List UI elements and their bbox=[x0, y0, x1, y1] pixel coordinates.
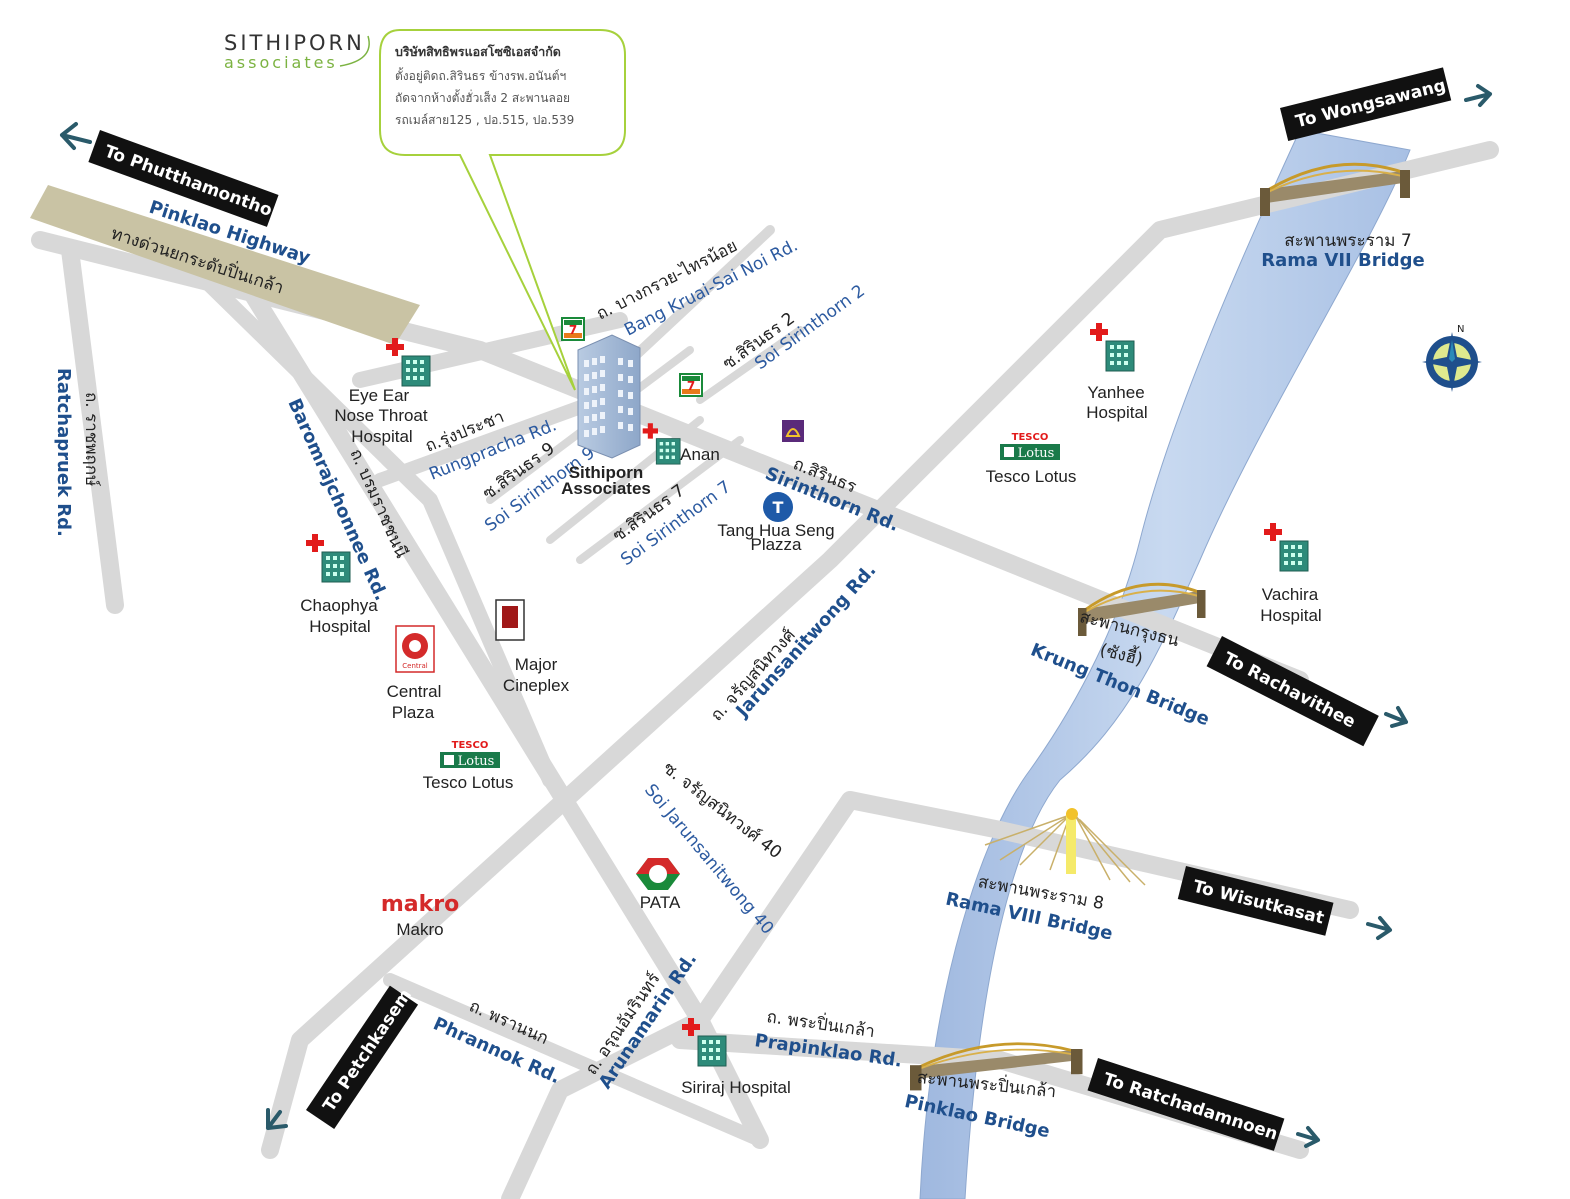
rama7-bridge: สะพานพระราม 7 Rama VII Bridge bbox=[1258, 162, 1425, 271]
siriraj-label: Siriraj Hospital bbox=[681, 1078, 791, 1097]
pata: PATA bbox=[636, 858, 681, 912]
yanhee-label-1: Yanhee bbox=[1087, 383, 1144, 402]
arrow-right-icon bbox=[1366, 916, 1392, 940]
seven-eleven-icon: 7 bbox=[561, 317, 585, 341]
arrow-left-icon bbox=[60, 122, 92, 150]
direction-wisutkasat: To Wisutkasat bbox=[1177, 866, 1392, 940]
ratchapruek-th-label: ถ. ราชพฤกษ์ bbox=[81, 392, 101, 487]
major-cineplex: Major Cineplex bbox=[495, 599, 570, 695]
central-label-2: Plaza bbox=[392, 703, 435, 722]
logo-main-text: SITHIPORN bbox=[224, 31, 365, 55]
central-plaza: Central Central Plaza bbox=[387, 625, 442, 722]
prapinklao-en-label: Prapinklao Rd. bbox=[753, 1030, 903, 1071]
callout-title: บริษัทสิทธิพรแอสโซซิเอสจำกัด bbox=[395, 44, 561, 59]
seven-eleven-icon: 7 bbox=[679, 373, 703, 397]
svg-text:Lotus: Lotus bbox=[458, 754, 495, 769]
makro: makro Makro bbox=[381, 892, 459, 939]
major-icon bbox=[495, 599, 525, 641]
major-label-1: Major bbox=[515, 655, 558, 674]
svg-text:T: T bbox=[773, 498, 784, 517]
pata-label: PATA bbox=[640, 893, 681, 912]
callout-line-2: ถัดจากห้างตั้งฮั่วเส็ง 2 สะพานลอย bbox=[395, 89, 570, 105]
tanghua-seng-plaza: T Tang Hua Seng Plazza bbox=[717, 492, 835, 554]
pinklao-expressway bbox=[30, 185, 420, 345]
direction-rachavithee: To Rachavithee bbox=[1206, 636, 1408, 747]
tesco-lotus-right: TESCO Lotus Tesco Lotus bbox=[986, 432, 1077, 486]
hospital-icon bbox=[305, 533, 351, 583]
building-icon bbox=[577, 334, 641, 459]
tanghua-icon bbox=[763, 492, 793, 522]
svg-text:Lotus: Lotus bbox=[1018, 446, 1055, 461]
tesco-left-label: Tesco Lotus bbox=[423, 773, 514, 792]
svg-text:7: 7 bbox=[687, 379, 695, 393]
direction-rachavithee-label: To Rachavithee bbox=[1220, 649, 1359, 733]
anan-hospital: Anan bbox=[642, 422, 720, 465]
tanghua-label-1: Tang Hua Seng bbox=[717, 521, 834, 540]
svg-text:N: N bbox=[1457, 324, 1464, 335]
direction-wongsawang: To Wongsawang bbox=[1280, 67, 1492, 141]
vachira-label-1: Vachira bbox=[1262, 585, 1319, 604]
sithiporn-label-1: Sithiporn bbox=[569, 463, 644, 482]
central-label-1: Central bbox=[387, 682, 442, 701]
sithiporn-logo: SITHIPORN associates bbox=[224, 31, 370, 72]
tesco-right-label: Tesco Lotus bbox=[986, 467, 1077, 486]
logo-sub-text: associates bbox=[224, 53, 338, 72]
vachira-hospital: Vachira Hospital bbox=[1260, 522, 1322, 625]
rama7-th-label: สะพานพระราม 7 bbox=[1284, 231, 1411, 251]
chaophya-label-2: Hospital bbox=[309, 617, 370, 636]
makro-icon: makro bbox=[381, 892, 459, 917]
arrow-right-icon bbox=[1464, 84, 1492, 107]
chaophya-hospital: Chaophya Hospital bbox=[300, 533, 378, 636]
vachira-label-2: Hospital bbox=[1260, 606, 1321, 625]
eent-hospital: Eye Ear Nose Throat Hospital bbox=[334, 337, 431, 446]
address-callout: บริษัทสิทธิพรแอสโซซิเอสจำกัด ตั้งอยู่ติด… bbox=[379, 29, 626, 391]
central-icon: Central bbox=[395, 625, 435, 673]
rama7-en-label: Rama VII Bridge bbox=[1261, 250, 1425, 271]
callout-line-1: ตั้งอยู่ติดถ.สิรินธร ข้างรพ.อนันต์ฯ bbox=[395, 67, 566, 84]
svg-text:Central: Central bbox=[402, 662, 428, 670]
ratchapruek-en-label: Ratchapruek Rd. bbox=[53, 368, 74, 537]
svg-text:7: 7 bbox=[569, 323, 577, 337]
eent-label-3: Hospital bbox=[351, 427, 412, 446]
svg-text:TESCO: TESCO bbox=[452, 740, 489, 751]
major-label-2: Cineplex bbox=[503, 676, 570, 695]
siriraj-hospital: Siriraj Hospital bbox=[681, 1017, 791, 1097]
hospital-icon bbox=[1263, 522, 1309, 572]
sithiporn-building: Sithiporn Associates bbox=[561, 334, 651, 498]
tesco-lotus-icon: TESCO Lotus bbox=[1000, 432, 1060, 461]
pata-icon bbox=[636, 858, 680, 890]
arrow-left-icon bbox=[266, 1108, 288, 1130]
yanhee-hospital: Yanhee Hospital bbox=[1086, 322, 1148, 422]
yanhee-label-2: Hospital bbox=[1086, 403, 1147, 422]
chaophya-label-1: Chaophya bbox=[300, 596, 378, 615]
eent-label-1: Eye Ear bbox=[349, 386, 410, 405]
compass-icon: N bbox=[1422, 324, 1482, 392]
anan-label: Anan bbox=[680, 445, 720, 464]
callout-line-3: รถเมล์สาย125 , ปอ.515, ปอ.539 bbox=[395, 113, 574, 127]
tanghua-label-2: Plazza bbox=[750, 535, 802, 554]
hospital-icon bbox=[1089, 322, 1135, 372]
makro-label: Makro bbox=[396, 920, 443, 939]
arrow-right-icon bbox=[1296, 1126, 1320, 1148]
arrow-right-icon bbox=[1384, 706, 1408, 728]
bank-icon bbox=[782, 420, 804, 442]
svg-text:TESCO: TESCO bbox=[1012, 432, 1049, 443]
tesco-lotus-icon: TESCO Lotus bbox=[440, 740, 500, 769]
sithiporn-label-2: Associates bbox=[561, 479, 651, 498]
tesco-lotus-left: TESCO Lotus Tesco Lotus bbox=[423, 740, 514, 792]
eent-label-2: Nose Throat bbox=[334, 406, 428, 425]
chao-phraya-river bbox=[919, 129, 1411, 1199]
